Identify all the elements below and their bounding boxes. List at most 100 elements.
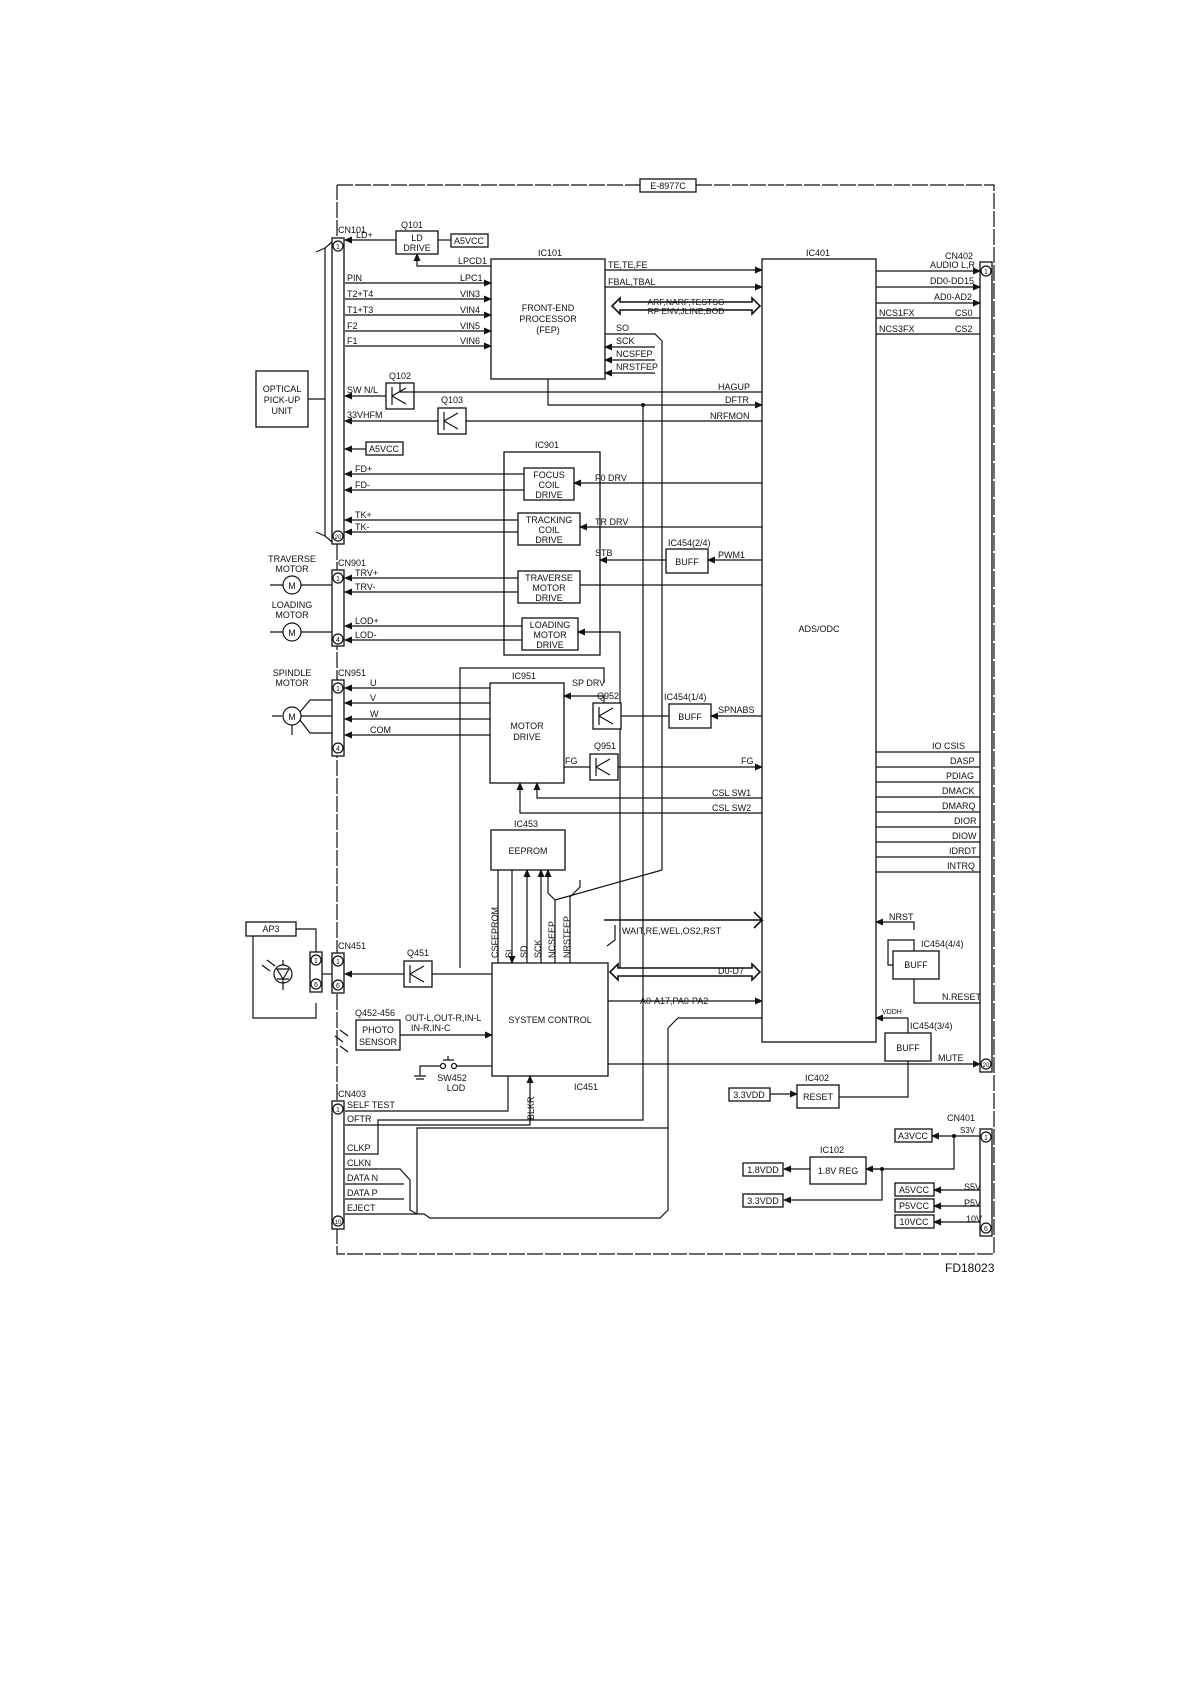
board-outline: E-8977C bbox=[336, 178, 995, 1255]
svg-text:RF ENV,JLINE,BOD: RF ENV,JLINE,BOD bbox=[648, 306, 725, 316]
svg-text:F0 DRV: F0 DRV bbox=[595, 473, 627, 483]
svg-text:COIL: COIL bbox=[538, 525, 559, 535]
svg-text:PHOTO: PHOTO bbox=[362, 1025, 394, 1035]
svg-text:10VCC: 10VCC bbox=[899, 1217, 929, 1227]
cn403-connector: CN403 1 10 SELF TEST OFTR BLKR CLKP CLKN… bbox=[331, 1075, 669, 1230]
svg-text:1: 1 bbox=[336, 686, 340, 693]
svg-text:T1+T3: T1+T3 bbox=[347, 305, 373, 315]
svg-text:VDDH: VDDH bbox=[882, 1009, 902, 1016]
svg-text:IC102: IC102 bbox=[820, 1145, 844, 1155]
svg-text:SELF TEST: SELF TEST bbox=[347, 1100, 395, 1110]
svg-text:3.3VDD: 3.3VDD bbox=[747, 1196, 779, 1206]
svg-text:IC451: IC451 bbox=[574, 1082, 598, 1092]
svg-text:N.RESET: N.RESET bbox=[942, 992, 982, 1002]
svg-text:CS0: CS0 bbox=[955, 308, 973, 318]
svg-text:DIOR: DIOR bbox=[954, 816, 977, 826]
svg-text:4: 4 bbox=[336, 746, 340, 753]
ic402-reset: IC402 RESET 3.3VDD bbox=[728, 1061, 909, 1109]
svg-text:IC454(2/4): IC454(2/4) bbox=[668, 538, 711, 548]
svg-text:NCSEEP: NCSEEP bbox=[547, 921, 557, 958]
ic401-ads-odc: IC401 ADS/ODC bbox=[761, 248, 877, 1043]
ic454-reset-buffers: NRST IC454(4/4) BUFF N.RESET VDDH IC454(… bbox=[875, 912, 982, 1062]
svg-text:A3VCC: A3VCC bbox=[898, 1131, 929, 1141]
svg-text:1: 1 bbox=[984, 1135, 988, 1142]
svg-text:MOTOR: MOTOR bbox=[275, 564, 309, 574]
svg-text:EJECT: EJECT bbox=[347, 1203, 376, 1213]
svg-text:A5VCC: A5VCC bbox=[899, 1185, 930, 1195]
svg-text:IC453: IC453 bbox=[514, 819, 538, 829]
svg-text:Q951: Q951 bbox=[594, 741, 616, 751]
svg-text:IC101: IC101 bbox=[538, 248, 562, 258]
svg-text:V: V bbox=[370, 693, 376, 703]
svg-text:MOTOR: MOTOR bbox=[533, 630, 567, 640]
svg-text:F2: F2 bbox=[347, 321, 358, 331]
svg-text:CN401: CN401 bbox=[947, 1113, 975, 1123]
svg-text:LOD-: LOD- bbox=[355, 630, 377, 640]
svg-text:MOTOR: MOTOR bbox=[275, 610, 309, 620]
svg-text:P5VCC: P5VCC bbox=[899, 1201, 930, 1211]
svg-text:DRIVE: DRIVE bbox=[403, 243, 431, 253]
svg-text:SENSOR: SENSOR bbox=[359, 1037, 398, 1047]
svg-text:TK-: TK- bbox=[355, 522, 370, 532]
svg-text:IO CSIS: IO CSIS bbox=[932, 741, 965, 751]
svg-text:Q101: Q101 bbox=[401, 220, 423, 230]
svg-text:SPNABS: SPNABS bbox=[718, 705, 755, 715]
svg-text:SD: SD bbox=[519, 945, 529, 958]
svg-text:Q952: Q952 bbox=[597, 691, 619, 701]
svg-text:TRV+: TRV+ bbox=[355, 568, 378, 578]
svg-text:CN403: CN403 bbox=[338, 1089, 366, 1099]
svg-text:3.3VDD: 3.3VDD bbox=[733, 1090, 765, 1100]
svg-text:TRV-: TRV- bbox=[355, 582, 375, 592]
svg-text:M: M bbox=[288, 581, 296, 591]
svg-text:IN-R,IN-C: IN-R,IN-C bbox=[411, 1023, 451, 1033]
svg-text:Q103: Q103 bbox=[441, 395, 463, 405]
svg-text:SCK: SCK bbox=[616, 336, 635, 346]
svg-text:T2+T4: T2+T4 bbox=[347, 289, 373, 299]
svg-text:A5VCC: A5VCC bbox=[454, 236, 485, 246]
svg-text:FD-: FD- bbox=[355, 480, 370, 490]
svg-text:IC901: IC901 bbox=[535, 440, 559, 450]
svg-text:OUT-L,OUT-R,IN-L: OUT-L,OUT-R,IN-L bbox=[405, 1013, 482, 1023]
svg-text:FD+: FD+ bbox=[355, 464, 372, 474]
svg-text:LOD+: LOD+ bbox=[355, 616, 379, 626]
svg-text:TRACKING: TRACKING bbox=[526, 515, 573, 525]
svg-text:SP DRV: SP DRV bbox=[572, 678, 605, 688]
svg-text:20: 20 bbox=[983, 1063, 990, 1069]
svg-text:MOTOR: MOTOR bbox=[532, 583, 566, 593]
ic101-fep: IC101 FRONT-END PROCESSOR (FEP) PIN LPC1… bbox=[345, 248, 763, 870]
ic453-eeprom: IC453 EEPROM bbox=[490, 819, 566, 871]
svg-text:S3V: S3V bbox=[960, 1126, 976, 1135]
svg-text:DASP: DASP bbox=[950, 756, 975, 766]
svg-text:AUDIO L,R: AUDIO L,R bbox=[930, 260, 976, 270]
svg-text:SCK: SCK bbox=[533, 939, 543, 958]
svg-text:CN951: CN951 bbox=[338, 668, 366, 678]
svg-text:TE,TE,FE: TE,TE,FE bbox=[608, 260, 648, 270]
svg-text:AD0-AD2: AD0-AD2 bbox=[934, 292, 972, 302]
svg-text:MOTOR: MOTOR bbox=[275, 678, 309, 688]
svg-text:IC454(3/4): IC454(3/4) bbox=[910, 1021, 953, 1031]
svg-text:6: 6 bbox=[314, 982, 318, 989]
svg-text:CLKN: CLKN bbox=[347, 1158, 371, 1168]
svg-text:CN402: CN402 bbox=[945, 251, 973, 261]
svg-text:SW452: SW452 bbox=[437, 1073, 467, 1083]
svg-text:STB: STB bbox=[595, 548, 613, 558]
svg-text:FOCUS: FOCUS bbox=[533, 470, 565, 480]
svg-text:INTRQ: INTRQ bbox=[947, 861, 975, 871]
svg-text:1: 1 bbox=[336, 576, 340, 583]
cn951-connector: CN951 1 4 SPINDLE MOTOR M bbox=[272, 668, 366, 757]
svg-text:ADS/ODC: ADS/ODC bbox=[798, 624, 840, 634]
svg-text:DRIVE: DRIVE bbox=[535, 490, 563, 500]
svg-text:D0-D7: D0-D7 bbox=[718, 966, 744, 976]
svg-text:Q452-456: Q452-456 bbox=[355, 1008, 395, 1018]
svg-text:DFTR: DFTR bbox=[725, 395, 749, 405]
svg-text:SPINDLE: SPINDLE bbox=[273, 668, 312, 678]
svg-text:MOTOR: MOTOR bbox=[510, 721, 544, 731]
svg-text:VIN4: VIN4 bbox=[460, 305, 480, 315]
svg-text:DRIVE: DRIVE bbox=[535, 535, 563, 545]
svg-text:BUFF: BUFF bbox=[896, 1043, 920, 1053]
svg-text:SW N/L: SW N/L bbox=[347, 385, 378, 395]
svg-text:1: 1 bbox=[336, 959, 340, 966]
svg-text:IC454(1/4): IC454(1/4) bbox=[664, 692, 707, 702]
cn901-connector: CN901 1 4 TRAVERSE MOTOR M LOADING MOTOR… bbox=[268, 554, 366, 647]
svg-text:DD0-DD15: DD0-DD15 bbox=[930, 276, 974, 286]
